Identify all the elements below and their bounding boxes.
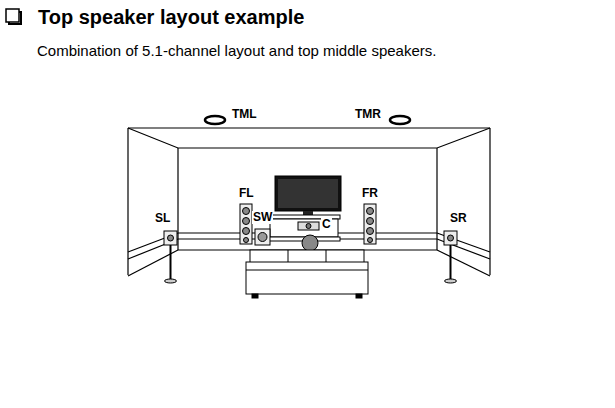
speaker-label: TMR: [354, 108, 382, 121]
speaker-label: FR: [361, 187, 379, 200]
caption-text: Combination of 5.1-channel layout and to…: [37, 42, 436, 59]
speaker-label: FL: [238, 187, 255, 200]
speaker-label: TML: [231, 108, 258, 121]
speaker-label: C: [321, 218, 332, 231]
section-heading: Top speaker layout example: [38, 6, 304, 29]
speaker-label: SL: [154, 212, 171, 225]
speaker-label: SR: [449, 212, 468, 225]
speaker-label: SW: [252, 211, 273, 224]
